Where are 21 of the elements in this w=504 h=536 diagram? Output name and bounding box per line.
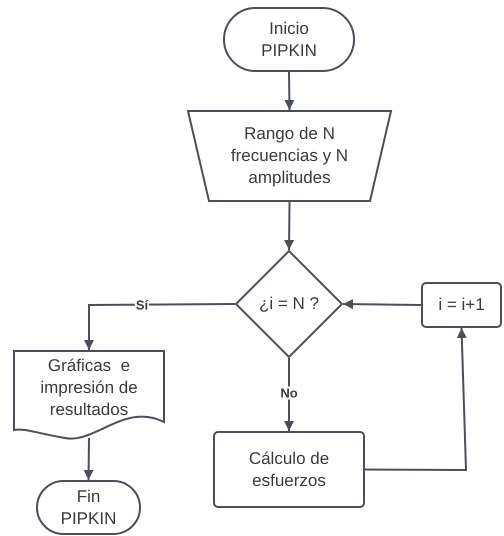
- node-label: ¿i = N ?: [259, 293, 319, 315]
- arrow: [284, 72, 294, 110]
- arrow: [84, 438, 94, 480]
- arrow: [365, 328, 468, 471]
- node-label: i = i+1: [438, 294, 485, 316]
- node-label: Gráficas e impresión de resultados: [39, 355, 139, 421]
- node-label: Fin PIPKIN: [60, 486, 118, 530]
- edge-label: Sí: [134, 298, 150, 312]
- edge-label: No: [279, 386, 299, 400]
- process-box: [421, 282, 502, 328]
- document-shape: [13, 350, 165, 442]
- node-label: Cálculo de esfuerzos: [248, 448, 330, 492]
- arrow: [342, 299, 422, 310]
- process-box: [213, 431, 365, 508]
- decision-diamond: [235, 250, 343, 358]
- arrow: [284, 202, 294, 250]
- arrow: [84, 303, 235, 350]
- arrow: [284, 358, 294, 431]
- node-label: Rango de N frecuencias y N amplitudes: [230, 123, 350, 189]
- input-trapezoid: [185, 110, 394, 202]
- node-label: Inicio PIPKIN: [260, 18, 318, 62]
